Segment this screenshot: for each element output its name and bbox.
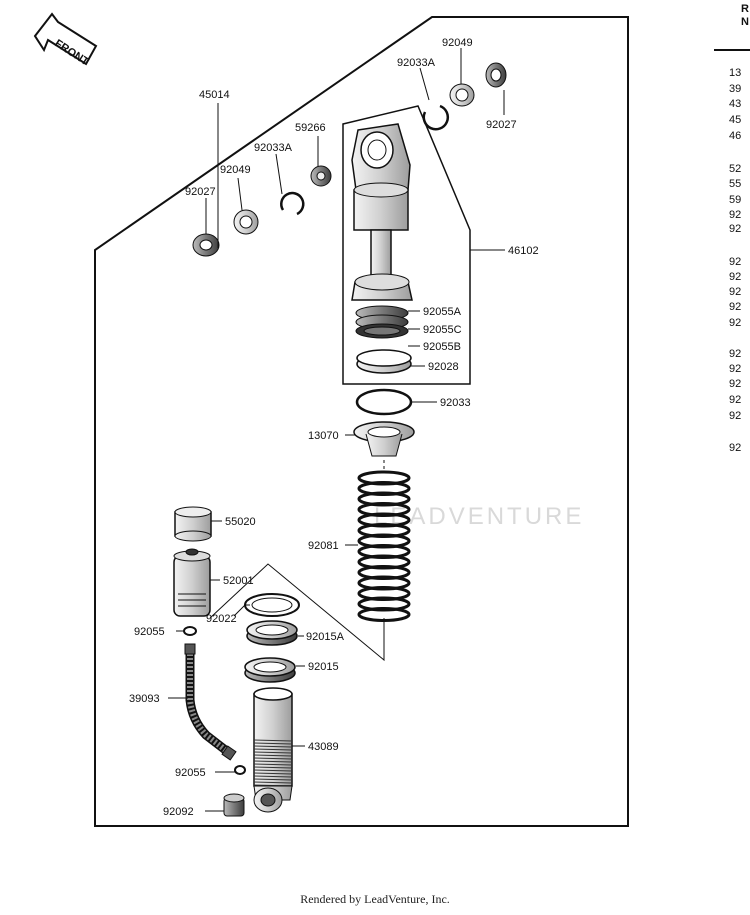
locknut-92015A [246, 620, 298, 646]
thread-line [253, 781, 293, 784]
bushing-59266 [310, 165, 332, 187]
label-55020: 55020 [225, 516, 256, 528]
label-59266: 59266 [295, 122, 326, 134]
label-13070: 13070 [308, 430, 339, 442]
thread-line [253, 739, 293, 742]
label-46102: 46102 [508, 245, 539, 257]
label-43089: 43089 [308, 741, 339, 753]
washer-92055-upper [183, 626, 197, 636]
ring-92028 [356, 349, 412, 374]
label-92055-lower: 92055 [175, 767, 206, 779]
adjust-nut-92015 [244, 657, 296, 683]
washer-92049-left [233, 209, 259, 235]
thread-line [253, 766, 293, 769]
washer-92055-lower [234, 765, 246, 775]
reference-number: 13 [729, 67, 741, 79]
circlip-92033 [355, 388, 413, 416]
thread-line [253, 742, 293, 745]
label-92027-top: 92027 [486, 119, 517, 131]
label-92033: 92033 [440, 397, 471, 409]
label-92033A-top: 92033A [397, 57, 436, 69]
thread-line [253, 754, 293, 757]
reference-number: 92 [729, 394, 741, 406]
thread-line [253, 748, 293, 751]
reference-number: 92 [729, 209, 741, 221]
label-92033A-left: 92033A [254, 142, 293, 154]
label-92022: 92022 [206, 613, 237, 625]
reference-number: 92 [729, 410, 741, 422]
reference-number: 92 [729, 442, 741, 454]
thread-line [253, 751, 293, 754]
reference-number: 92 [729, 223, 741, 235]
label-92055-upper: 92055 [134, 626, 165, 638]
label-92055B: 92055B [423, 341, 461, 353]
thread-line [253, 778, 293, 781]
reservoir-52001 [173, 548, 211, 617]
shock-body-43089 [253, 687, 293, 813]
label-92081: 92081 [308, 540, 339, 552]
washer-92022 [244, 593, 300, 617]
reference-number: 45 [729, 114, 741, 126]
reference-number: 92 [729, 348, 741, 360]
washer-92049-right [449, 83, 475, 107]
coil-spring-92081 [357, 470, 411, 622]
thread-line [253, 775, 293, 778]
bushing-92092 [223, 793, 245, 817]
bushing-92027-left [192, 233, 220, 257]
bushing-92027-right [485, 62, 507, 88]
label-92027-left: 92027 [185, 186, 216, 198]
leader-lines [168, 48, 505, 812]
column-header: R [741, 3, 749, 15]
label-92055C: 92055C [423, 324, 462, 336]
label-92049-top: 92049 [442, 37, 473, 49]
reference-number: 92 [729, 317, 741, 329]
reference-number: 43 [729, 98, 741, 110]
thread-line [253, 769, 293, 772]
label-92015A: 92015A [306, 631, 345, 643]
reference-number: 92 [729, 286, 741, 298]
label-39093: 39093 [129, 693, 160, 705]
label-92049-left: 92049 [220, 164, 251, 176]
reference-number: 92 [729, 271, 741, 283]
spring-seat-13070 [353, 421, 415, 457]
reference-number: 55 [729, 178, 741, 190]
column-header: N [741, 16, 749, 28]
label-92028: 92028 [428, 361, 459, 373]
footer-credit: Rendered by LeadVenture, Inc. [300, 892, 450, 906]
label-52001: 52001 [223, 575, 254, 587]
reference-number: 92 [729, 378, 741, 390]
cap-55020 [174, 506, 212, 542]
hose-39093 [184, 643, 237, 761]
reference-column: RN 13 39 43 45 46 52 55 59 92 92 92 92 92 92 92 92 92 92 92… [729, 3, 749, 454]
circlip-92033A-right [422, 104, 450, 131]
label-92055A: 92055A [423, 306, 462, 318]
label-92092: 92092 [163, 806, 194, 818]
reference-number: 92 [729, 256, 741, 268]
reference-number: 46 [729, 130, 741, 142]
subassembly-outline [342, 105, 471, 385]
reference-number: 92 [729, 301, 741, 313]
circlip-92033A-left [280, 191, 305, 216]
reference-number: 92 [729, 363, 741, 375]
assembly-outline [94, 16, 629, 827]
label-92015: 92015 [308, 661, 339, 673]
reference-number: 59 [729, 194, 741, 206]
front-arrow-icon: FRONT [33, 12, 98, 68]
label-45014: 45014 [199, 89, 230, 101]
reference-number: 39 [729, 83, 741, 95]
reference-number: 52 [729, 163, 741, 175]
part-labels: 45014 92049 92033A 92027 59266 92033A 92… [129, 37, 539, 818]
thread-line [253, 760, 293, 763]
thread-line [253, 772, 293, 775]
damper-unit-46102 [351, 123, 413, 339]
thread-line [253, 757, 293, 760]
thread-line [253, 745, 293, 748]
thread-line [253, 763, 293, 766]
